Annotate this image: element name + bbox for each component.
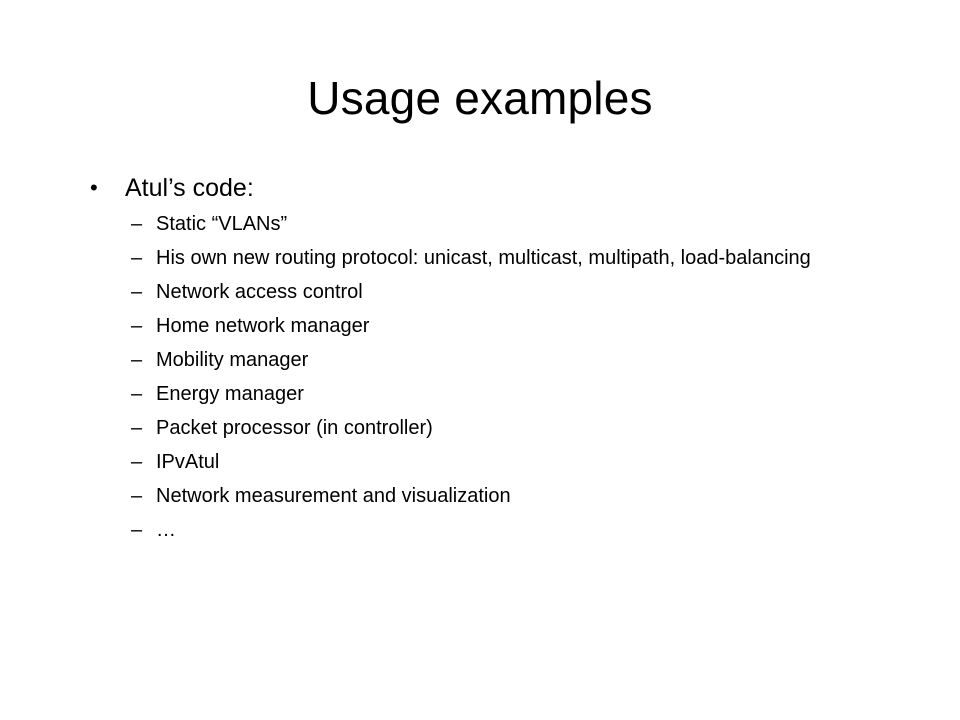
sub-bullet-text: Static “VLANs” bbox=[156, 213, 288, 235]
sub-bullet-item: – IPvAtul bbox=[131, 450, 850, 474]
sub-bullet-marker: – bbox=[131, 281, 143, 303]
sub-bullet-text: His own new routing protocol: unicast, m… bbox=[156, 247, 811, 269]
sub-bullet-item: – Mobility manager bbox=[131, 348, 850, 372]
sub-bullet-text: Packet processor (in controller) bbox=[156, 417, 433, 439]
sub-bullet-text: Network measurement and visualization bbox=[156, 485, 511, 507]
bullet-marker: • bbox=[90, 175, 98, 200]
sub-bullet-item: – Network measurement and visualization bbox=[131, 484, 850, 508]
sub-bullet-item: – Network access control bbox=[131, 280, 850, 304]
main-bullet: • Atul’s code: bbox=[90, 168, 850, 208]
sub-bullet-marker: – bbox=[131, 451, 143, 473]
sub-bullet-list: – Static “VLANs” – His own new routing p… bbox=[90, 212, 850, 542]
sub-bullet-marker: – bbox=[131, 315, 143, 337]
sub-bullet-marker: – bbox=[131, 519, 143, 541]
slide-title: Usage examples bbox=[307, 72, 653, 124]
slide-body: • Atul’s code: – Static “VLANs” – His ow… bbox=[90, 168, 850, 552]
sub-bullet-marker: – bbox=[131, 383, 143, 405]
sub-bullet-item: – Static “VLANs” bbox=[131, 212, 850, 236]
sub-bullet-text: Energy manager bbox=[156, 383, 304, 405]
sub-bullet-marker: – bbox=[131, 485, 143, 507]
sub-bullet-item: – … bbox=[131, 518, 850, 542]
sub-bullet-marker: – bbox=[131, 247, 143, 269]
sub-bullet-marker: – bbox=[131, 417, 143, 439]
sub-bullet-marker: – bbox=[131, 213, 143, 235]
sub-bullet-item: – Home network manager bbox=[131, 314, 850, 338]
sub-bullet-text: Network access control bbox=[156, 281, 363, 303]
main-bullet-text: Atul’s code: bbox=[125, 174, 254, 202]
sub-bullet-text: Home network manager bbox=[156, 315, 370, 337]
sub-bullet-marker: – bbox=[131, 349, 143, 371]
sub-bullet-item: – His own new routing protocol: unicast,… bbox=[131, 246, 850, 270]
sub-bullet-text: IPvAtul bbox=[156, 451, 220, 473]
sub-bullet-text: … bbox=[156, 519, 176, 541]
sub-bullet-item: – Energy manager bbox=[131, 382, 850, 406]
sub-bullet-item: – Packet processor (in controller) bbox=[131, 416, 850, 440]
sub-bullet-text: Mobility manager bbox=[156, 349, 309, 371]
